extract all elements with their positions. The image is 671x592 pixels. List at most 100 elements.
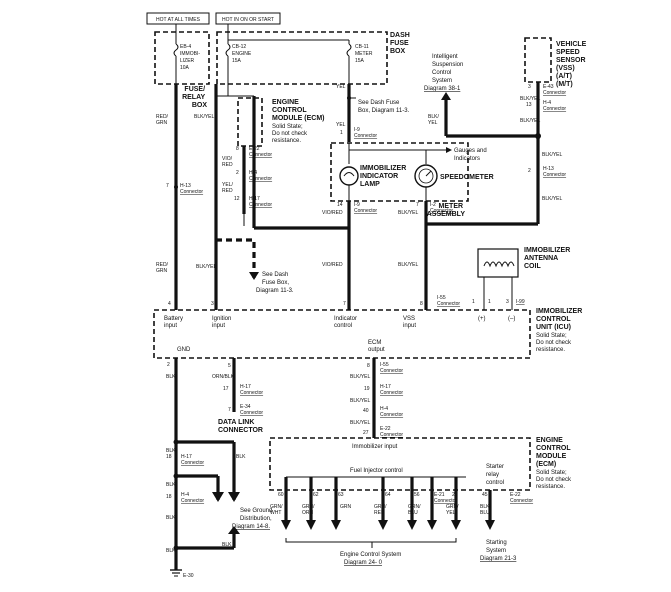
connector-h17-mid: 19 H-17 Connector [364,384,403,396]
connector-i99: 1 3 I-99 [488,299,525,305]
svg-text:CB-12 ENGINE 15A: CB-12 ENGINE 15A [232,44,253,64]
fuel-injector-label: Fuel Injector control [350,468,403,474]
speedometer-label: SPEEDOMETER [440,174,494,181]
ecm-bottom-label: ENGINE CONTROL MODULE (ECM) [536,437,572,468]
wire-blk-yel-label-4: BLK/YEL [398,262,419,268]
wire-yel-label-2: YEL [336,122,346,128]
gauges-note: Gauges and Indicators [454,148,488,162]
wire-vio-red-label-top: VIO/ RED [222,156,233,168]
hot-in-on-start-box [215,12,281,25]
wire-vio-red-label-low: VIO/RED [322,262,343,268]
hot-at-all-times-box [146,12,210,25]
wire-blk-yel-label-3: BLK/YEL [398,210,419,216]
svg-text:CB-11 METER 15A: CB-11 METER 15A [355,44,374,64]
connector-h4-top: 2 H-4 Connector [236,170,272,182]
wire-blk-label-7: BLK [222,542,232,548]
immobilizer-lamp-icon [339,166,359,186]
connector-e22-mid: 27 E-22 Connector [363,426,403,438]
connector-i55-bot: 8 I-55 Connector [367,362,403,374]
wire-red-grn-label-2: RED/GRN [156,262,169,274]
gnd-pin: 2 [167,362,170,368]
ecm-pin-numbers: 60 62 63 64 56 28 45 [278,492,488,498]
ecm-top-label: ENGINE CONTROL MODULE (ECM) [272,99,325,122]
immobilizer-input-label: Immobilizer input [352,444,398,450]
dash-fuse-box-label: DASH FUSE BOX [390,32,412,55]
fuse-eb4: EB-4 IMMOBI- LIZER 10A [173,24,201,84]
meter-assembly-label: METER ASSEMBLY [427,203,466,218]
connector-e22-top: 8 E-22 Connector [236,146,272,158]
wire-blk-label-2: BLK [166,448,176,454]
wire-yel-label: YEL [336,84,346,90]
ground-label: E-30 [183,573,194,579]
wire-blk-label-5: BLK [166,548,176,554]
connector-h17-left: 17 H-17 Connector [223,384,263,396]
intelligent-suspension-note: Intelligent Suspension Control System Di… [424,54,465,92]
connector-i55-top: 1 I-55 Connector [437,295,476,307]
svg-text:EB-4 IMMOBI- LIZER: EB-4 IMMOBI- LIZER 10A [180,44,201,71]
icu-ecm-output-label: ECM output [368,340,385,353]
dash-fuse-box-outline [216,31,388,85]
vss-box [524,37,552,83]
hot-at-all-times-label: HOT AT ALL TIMES [156,17,201,23]
starter-relay-label: Starter relay control [486,464,506,486]
wire-blk-label-3: BLK [166,482,176,488]
wire-blk-yel-label-2: BLK/YEL [196,264,217,270]
fuse-relay-box-outline [154,31,210,85]
icu-pin-numbers: 4 3 7 8 [168,301,423,307]
engine-control-system-note: Engine Control System Diagram 24- 0 [340,552,403,566]
icu-note: Solid State; Do not check resistance. [536,333,573,353]
wire-blk-yel-label-10: BLK/YEL [350,374,371,380]
connector-h4-bot: 18 H-4 Connector [166,492,204,504]
connector-h17-bot: 18 H-17 Connector [166,454,204,466]
connector-h17-top: 12 H-17 Connector [234,196,272,208]
hot-in-on-start-label: HOT IN ON OR START [222,17,274,23]
connector-e22-bot: E-22 Connector [510,492,533,504]
wire-dashed-see-dash [216,238,256,278]
icu-box [153,309,531,359]
ecm-bottom-box [269,437,531,491]
connector-e43: 3 E-43 Connector [528,84,566,96]
connector-e34: 7 E-34 Connector [228,404,263,416]
see-dash-top-note: See Dash Fuse Box, Diagram 11-3. [358,100,410,114]
connector-i2: 7 I-2 Connector [416,202,453,214]
wire-blk-yel-label-11: BLK/YEL [350,398,371,404]
dlc-pin: 5 [228,363,231,369]
wire-red-grn-label-1: RED/GRN [156,114,169,126]
connector-i9-a: 1 I-9 Connector [340,127,377,139]
ecm-wire-colors: GRN/ WHT GRN/ ORN GRN GRN/ RED GRN/ BLU … [270,504,492,516]
see-dash-mid-note: See Dash Fuse Box, Diagram 11-3. [256,272,294,294]
wire-blk-yel-label-1: BLK/YEL [194,114,215,120]
connector-h4-right: 13 H-4 Connector [526,100,566,112]
connector-h13-left: 7 H-13 Connector [166,183,203,195]
wire-orn-blk-label: ORN/BLK [212,374,235,380]
meter-assembly-box [330,142,469,202]
coil-icon [483,261,515,268]
ecm-top-note: Solid State; Do not check resistance. [272,124,309,144]
fuse-cb12: CB-12 ENGINE 15A [225,24,253,84]
immobilizer-lamp-label: IMMOBILIZER INDICATOR LAMP [360,165,408,188]
icu-title: IMMOBILIZER CONTROL UNIT (ICU) [536,308,584,331]
see-ground-note: See Ground Distribution, Diagram 14-8. [232,508,274,530]
connector-e21: E-21 Connector [434,492,457,504]
antenna-coil-label: IMMOBILIZER ANTENNA COIL [524,247,572,270]
dlc-label: DATA LINK CONNECTOR [218,419,263,434]
wire-blk-yel-label-7: BLK/ YEL [428,114,440,126]
wire-vio-red-label-mid: VIO/RED [322,210,343,216]
fuse-relay-box-label: FUSE/ RELAY BOX [182,86,207,109]
ecm-top-box [237,97,263,147]
wire-blk-label-1: BLK [166,374,176,380]
wire-yel-red-label: YEL/ RED [222,182,234,194]
connector-h13-right: 2 H-13 Connector [528,166,566,178]
injector-bracket [285,538,457,543]
antenna-coil-box [477,248,519,278]
wire-blk-label-6: BLK [236,454,246,460]
wire-blk-yel-label-5: BLK/YEL [542,152,563,158]
wire-blk-label-4: BLK [166,515,176,521]
connector-h4-mid: 40 H-4 Connector [363,406,403,418]
ground-icon [170,569,182,577]
icu-gnd-label: GND [177,347,191,353]
starting-system-note: Starting System Diagram 21-3 [480,540,517,562]
wire-blk-yel-label-12: BLK/YEL [350,420,371,426]
wire-blk-yel-label-6: BLK/YEL [542,196,563,202]
wire-blk-yel-label-9: BLK/YEL [520,118,541,124]
